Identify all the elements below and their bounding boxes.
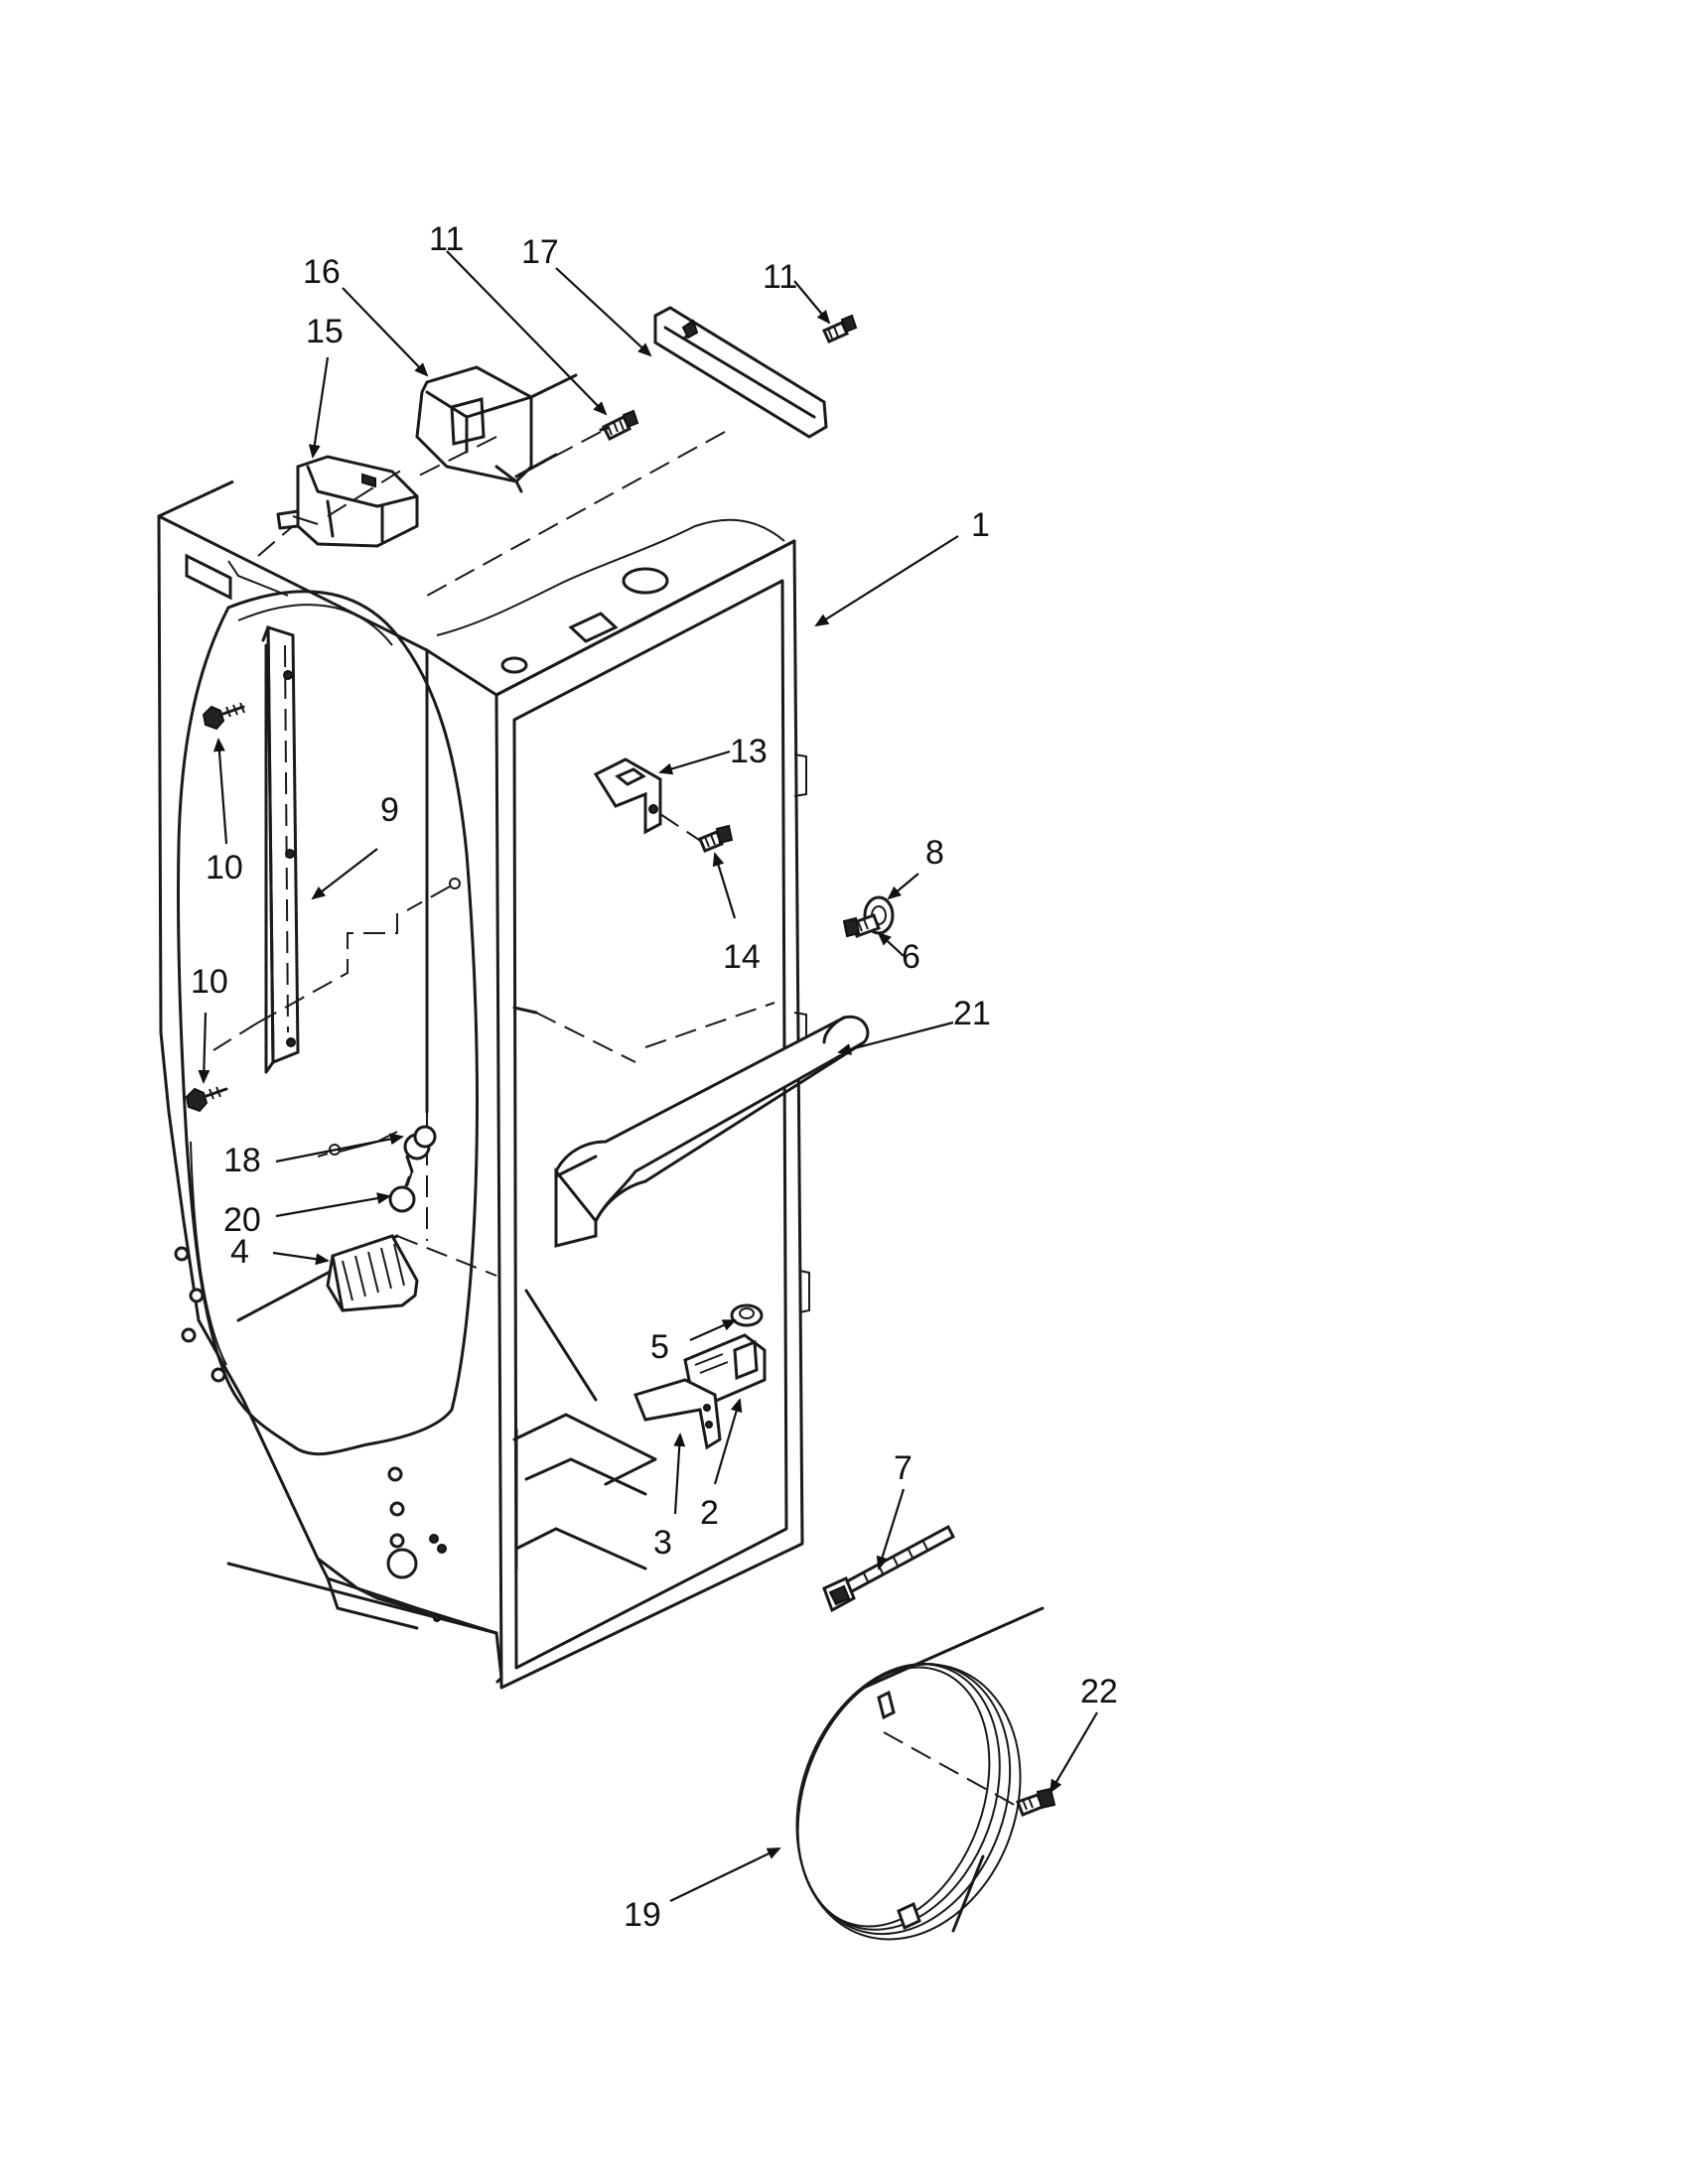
screw-11-left [599, 409, 639, 442]
callout-10-lower: 10 [191, 963, 228, 1001]
screw-22 [1016, 1787, 1056, 1817]
cabinet-liner [157, 479, 810, 1690]
coiled-wire [795, 1606, 1045, 1941]
callout-5: 5 [650, 1328, 669, 1366]
callout-3: 3 [653, 1524, 672, 1562]
callout-13: 13 [730, 733, 768, 770]
callout-21: 21 [953, 995, 991, 1032]
light-shield [415, 365, 578, 493]
light-housing [276, 455, 419, 548]
screw-11-left-line [515, 431, 602, 478]
callout-labels: 11 17 11 16 15 1 13 14 8 6 21 9 10 10 18… [191, 220, 1118, 1934]
vent-grille [326, 1234, 419, 1312]
cable-tie [822, 1524, 955, 1613]
bottom-bracket-3 [632, 1378, 722, 1450]
light-shield-line [416, 436, 497, 478]
callout-2: 2 [700, 1494, 719, 1532]
callout-20: 20 [223, 1201, 261, 1239]
light-mount-line [257, 525, 294, 557]
callout-8: 8 [925, 834, 944, 872]
top-bracket [653, 306, 828, 439]
mounting-rail [212, 624, 461, 1074]
callout-15: 15 [306, 313, 344, 350]
bracket-line [426, 431, 726, 597]
grommet-5 [730, 1303, 764, 1327]
light-assembly-line [327, 466, 408, 517]
callout-16: 16 [303, 253, 341, 291]
light-bulb [388, 1175, 416, 1213]
callout-11-right: 11 [763, 258, 797, 296]
bracket-screw-line [659, 813, 706, 845]
callout-6: 6 [902, 938, 920, 976]
leader-lines [198, 250, 1098, 1902]
light-cover [554, 1015, 870, 1248]
light-socket [403, 1125, 437, 1187]
callout-4: 4 [230, 1233, 249, 1271]
screw-10-upper [202, 702, 245, 731]
callout-9: 9 [380, 791, 399, 829]
screw-10-lower [185, 1086, 228, 1113]
small-bracket [593, 757, 662, 835]
callout-17: 17 [521, 233, 559, 271]
callout-10-upper: 10 [206, 849, 243, 887]
callout-18: 18 [223, 1142, 261, 1179]
callout-19: 19 [624, 1896, 661, 1934]
callout-14: 14 [723, 938, 761, 976]
screw-11-right [822, 314, 858, 343]
callout-22: 22 [1080, 1673, 1118, 1710]
callout-11-left: 11 [429, 220, 464, 258]
screw-14 [698, 824, 734, 853]
callout-7: 7 [894, 1449, 912, 1487]
wire-screw-line [883, 1731, 1019, 1808]
callout-1: 1 [971, 506, 990, 544]
screw-6 [842, 913, 881, 938]
